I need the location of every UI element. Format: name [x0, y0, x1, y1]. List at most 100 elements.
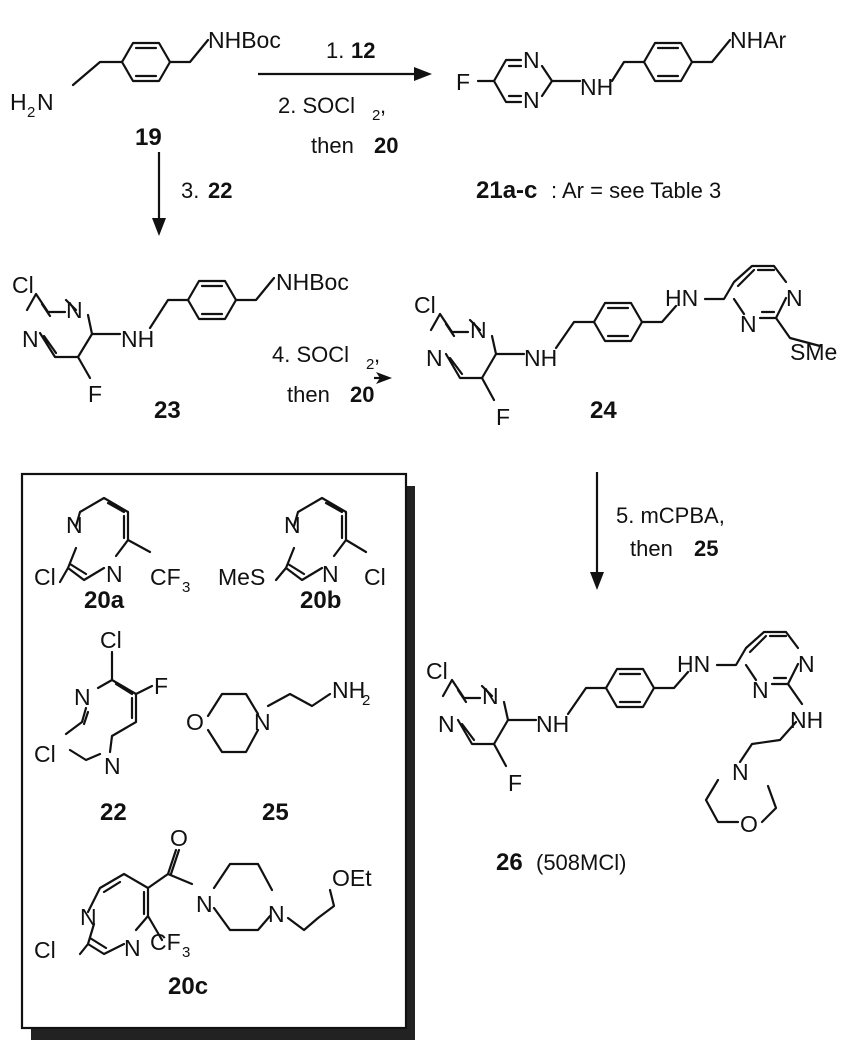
label-26-desc: (508MCl)	[536, 850, 626, 875]
bonds-19	[71, 38, 210, 87]
atom-n-24d: N	[740, 311, 757, 337]
atom-n-25: N	[254, 709, 271, 735]
cond-step1-reagent: 12	[351, 38, 375, 63]
atom-n-20c-2: N	[124, 935, 141, 961]
atom-n-20a-2: N	[106, 561, 123, 587]
arrow-head-3	[152, 218, 166, 236]
atom-cl-22-top: Cl	[100, 627, 122, 653]
bonds-20a	[58, 496, 152, 584]
cond-step3-reagent: 22	[208, 178, 232, 203]
atom-h2n-n: N	[37, 89, 54, 115]
atom-cl-20c: Cl	[34, 937, 56, 963]
compound-21: F N N NH NHAr 21a-c : Ar = see Table 3	[456, 27, 787, 204]
arrow-step-4	[374, 372, 392, 384]
compound-20a: N N Cl CF 3 20a	[34, 496, 190, 614]
atom-nh-24: NH	[524, 345, 557, 371]
atom-cl-20a: Cl	[34, 564, 56, 590]
atom-n-24c: N	[786, 285, 803, 311]
atom-nh-26b: NH	[790, 707, 823, 733]
cond-step3-num: 3.	[181, 178, 199, 203]
atom-o-26: O	[740, 811, 758, 837]
atom-n-22-1: N	[74, 684, 91, 710]
compound-20c: O N N Cl CF 3 N N OEt 20c	[34, 825, 372, 1000]
atom-o-20c: O	[170, 825, 188, 851]
compound-25: O N NH 2 25	[186, 677, 370, 826]
atom-n-20c-4: N	[268, 901, 285, 927]
label-25: 25	[262, 799, 289, 826]
atom-n-26b: N	[438, 711, 455, 737]
cond-step4-reagent: 20	[350, 382, 374, 407]
atom-o-25: O	[186, 709, 204, 735]
atom-nhboc-19: NHBoc	[208, 27, 281, 53]
cond-step4-comma: ,	[374, 342, 380, 367]
label-26: 26	[496, 849, 523, 876]
cond-step5-line1: 5. mCPBA,	[616, 503, 725, 528]
bonds-26	[441, 630, 804, 824]
atom-n-26c: N	[798, 651, 815, 677]
atom-cl-22-bot: Cl	[34, 741, 56, 767]
atom-n-20c-1: N	[80, 904, 97, 930]
atom-h2n-sub: 2	[27, 104, 35, 121]
cond-step2-sub: 2	[372, 107, 380, 124]
label-19: 19	[135, 124, 162, 151]
arrow-head-1	[414, 67, 432, 81]
label-24: 24	[590, 397, 617, 424]
label-21: 21a-c	[476, 177, 537, 204]
atom-nh-21: NH	[580, 74, 613, 100]
atom-nhboc-23: NHBoc	[276, 269, 349, 295]
atom-cf-20a: CF	[150, 564, 181, 590]
bonds-20b	[274, 496, 368, 582]
compound-23: Cl N N NH F NHBoc 23	[12, 269, 349, 424]
atom-cl-20b: Cl	[364, 564, 386, 590]
arrow-step-5	[590, 472, 604, 590]
atom-cl-23: Cl	[12, 272, 34, 298]
label-22: 22	[100, 799, 127, 826]
bonds-23	[25, 276, 276, 380]
arrow-step-3	[152, 152, 166, 236]
label-23: 23	[154, 397, 181, 424]
atom-mes-20b: MeS	[218, 564, 265, 590]
atom-n-20c-3: N	[196, 891, 213, 917]
reagent-box-frame	[20, 472, 408, 1030]
atom-oet-20c: OEt	[332, 865, 372, 891]
atom-n-21a: N	[523, 47, 540, 73]
atom-n-20b-1: N	[284, 512, 301, 538]
bonds-20c	[78, 848, 336, 956]
atom-sme-24: SMe	[790, 339, 837, 365]
atom-cl-26: Cl	[426, 658, 448, 684]
atom-f-21: F	[456, 69, 470, 95]
atom-n-22-2: N	[104, 753, 121, 779]
atom-n-24a: N	[470, 317, 487, 343]
arrow-head-4	[376, 372, 392, 384]
atom-n-23b: N	[22, 326, 39, 352]
cond-step2-then: then	[311, 133, 354, 158]
cond-step4-then: then	[287, 382, 330, 407]
bonds-24	[429, 264, 822, 402]
atom-n-21b: N	[523, 87, 540, 113]
compound-24: Cl N N NH F HN N N SMe 24	[414, 264, 837, 430]
cond-step5-reagent: 25	[694, 536, 718, 561]
cond-step2-comma: ,	[380, 93, 386, 118]
atom-cf-sub-20a: 3	[182, 579, 190, 596]
atom-h2n-h: H	[10, 89, 27, 115]
atom-cl-24: Cl	[414, 292, 436, 318]
cond-step5-then: then	[630, 536, 673, 561]
atom-hn-24: HN	[665, 285, 698, 311]
label-21-desc: : Ar = see Table 3	[551, 178, 721, 203]
compound-20b: N N MeS Cl 20b	[218, 496, 386, 614]
atom-f-24: F	[496, 404, 510, 430]
atom-nh-23: NH	[121, 326, 154, 352]
atom-nh-26: NH	[536, 711, 569, 737]
arrow-head-5	[590, 572, 604, 590]
cond-step2-line1: 2. SOCl	[278, 93, 355, 118]
cond-step1-num: 1.	[326, 38, 344, 63]
cond-step4-line1: 4. SOCl	[272, 342, 349, 367]
bonds-22	[64, 650, 154, 762]
reagent-box	[20, 472, 415, 1040]
atom-n-26-morph: N	[732, 759, 749, 785]
cond-step4-sub: 2	[366, 356, 374, 373]
compound-22: Cl F N N Cl 22	[34, 627, 168, 826]
atom-n-26a: N	[482, 683, 499, 709]
atom-n-20a-1: N	[66, 512, 83, 538]
